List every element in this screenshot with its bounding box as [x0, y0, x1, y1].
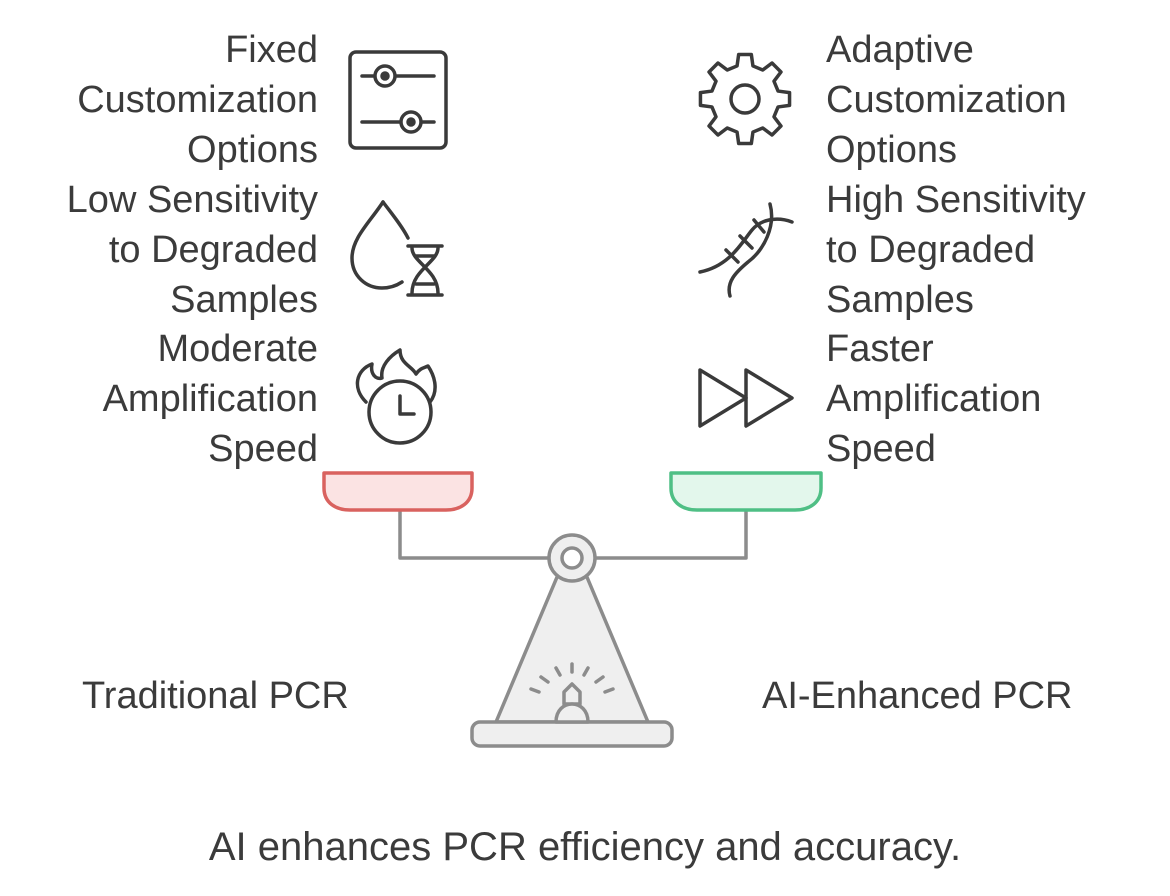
traditional-pcr-label: Traditional PCR	[82, 675, 349, 717]
dna-icon	[698, 202, 794, 298]
fast-forward-icon	[698, 368, 794, 428]
right-item-sensitivity: High Sensitivity to Degraded Samples	[826, 179, 1086, 321]
scale-stand	[470, 533, 674, 748]
sliders-icon	[348, 50, 448, 150]
right-pan	[669, 471, 823, 512]
fire-clock-icon	[355, 348, 437, 445]
drop-dna-icon	[350, 200, 444, 297]
right-item-speed: Faster Amplification Speed	[826, 328, 1042, 470]
left-pan	[322, 471, 474, 512]
right-item-customization: Adaptive Customization Options	[826, 29, 1067, 171]
ai-enhanced-pcr-label: AI-Enhanced PCR	[762, 675, 1073, 717]
left-item-customization: Fixed Customization Options	[77, 29, 318, 171]
gear-icon	[698, 52, 792, 146]
left-item-speed: Moderate Amplification Speed	[102, 328, 318, 470]
caption: AI enhances PCR efficiency and accuracy.	[208, 825, 962, 869]
left-item-sensitivity: Low Sensitivity to Degraded Samples	[66, 179, 318, 321]
